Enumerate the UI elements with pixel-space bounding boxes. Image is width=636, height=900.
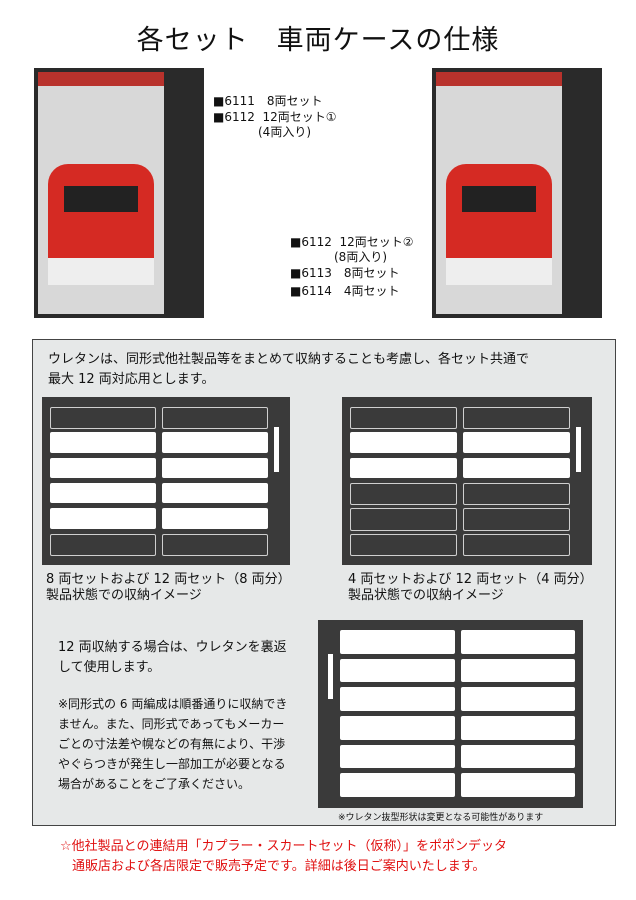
reverse-text: 12 両収納する場合は、ウレタンを裏返 [58, 640, 287, 655]
car-slot [50, 407, 156, 430]
reverse-text: して使用します。 [58, 660, 161, 675]
product-label: (4両入り) [258, 125, 311, 139]
caution-text: 場合があることをご了承ください。 [58, 777, 251, 791]
car-slot [460, 630, 575, 654]
accessory-slot [274, 427, 279, 473]
product-label: ■6114 4両セット [290, 284, 400, 298]
caution-text: やぐらつきが発生し一部加工が必要となる [58, 757, 286, 771]
car-slot [460, 687, 575, 711]
car-slot [50, 432, 156, 453]
car-slot [463, 407, 570, 430]
car-slot [460, 744, 575, 769]
caption-right: 製品状態での収納イメージ [348, 588, 504, 603]
product-photo-6111 [34, 68, 204, 318]
car-slot [162, 457, 268, 478]
car-slot [350, 432, 457, 453]
car-slot [460, 773, 575, 797]
caution-text: ごとの寸法差や幌などの有無により、干渉 [58, 737, 286, 751]
caption-right: 4 両セットおよび 12 両セット（4 両分） [348, 572, 593, 587]
car-slot [463, 483, 570, 506]
tray-note: ※ウレタン抜型形状は変更となる可能性があります [338, 813, 544, 823]
car-slot [463, 508, 570, 531]
car-slot [340, 687, 455, 711]
caption-left: 8 両セットおよび 12 両セット（8 両分） [46, 572, 291, 587]
car-slot [50, 533, 156, 556]
car-slot [463, 432, 570, 453]
intro-text: ウレタンは、同形式他社製品等をまとめて収納することも考慮し、各セット共通で [48, 352, 530, 367]
tray-image-12-car [318, 620, 583, 808]
car-slot [463, 533, 570, 556]
car-slot [350, 483, 457, 506]
car-slot [162, 508, 268, 529]
car-slot [162, 533, 268, 556]
car-slot [162, 407, 268, 430]
intro-text: 最大 12 両対応用とします。 [48, 372, 215, 387]
car-slot [50, 457, 156, 478]
car-slot [340, 773, 455, 797]
product-label: ■6112 12両セット① [213, 110, 337, 124]
car-slot [460, 716, 575, 740]
car-slot [340, 744, 455, 769]
page-title: 各セット 車両ケースの仕様 [136, 25, 500, 56]
tray-image-4-car [342, 397, 592, 565]
car-slot [162, 432, 268, 453]
car-slot [162, 483, 268, 504]
product-label: ■6112 12両セット② [290, 235, 414, 249]
car-slot [350, 508, 457, 531]
car-slot [50, 508, 156, 529]
car-slot [350, 457, 457, 478]
accessory-slot [328, 653, 333, 699]
caution-text: ※同形式の 6 両編成は順番通りに収納でき [58, 697, 288, 711]
product-photo-6112 [432, 68, 602, 318]
car-slot [50, 483, 156, 504]
tray-image-8-car [42, 397, 290, 565]
product-label: ■6111 8両セット [213, 94, 323, 108]
car-slot [340, 630, 455, 654]
car-slot [460, 658, 575, 683]
car-slot [350, 407, 457, 430]
product-label: ■6113 8両セット [290, 266, 400, 280]
footer-note-line: 通販店および各店限定で販売予定です。詳細は後日ご案内いたします。 [72, 859, 486, 874]
footer-note-line: ☆他社製品との連結用「カプラー・スカートセット（仮称）」をポポンデッタ [60, 839, 508, 854]
accessory-slot [576, 427, 581, 473]
footer-note: ☆他社製品との連結用「カプラー・スカートセット（仮称）」をポポンデッタ 通販店お… [60, 837, 507, 877]
car-slot [350, 533, 457, 556]
caption-left: 製品状態での収納イメージ [46, 588, 202, 603]
car-slot [340, 658, 455, 683]
caution-text: ません。また、同形式であってもメーカー [58, 717, 285, 731]
car-slot [463, 457, 570, 478]
product-label: (8両入り) [334, 250, 387, 264]
car-slot [340, 716, 455, 740]
